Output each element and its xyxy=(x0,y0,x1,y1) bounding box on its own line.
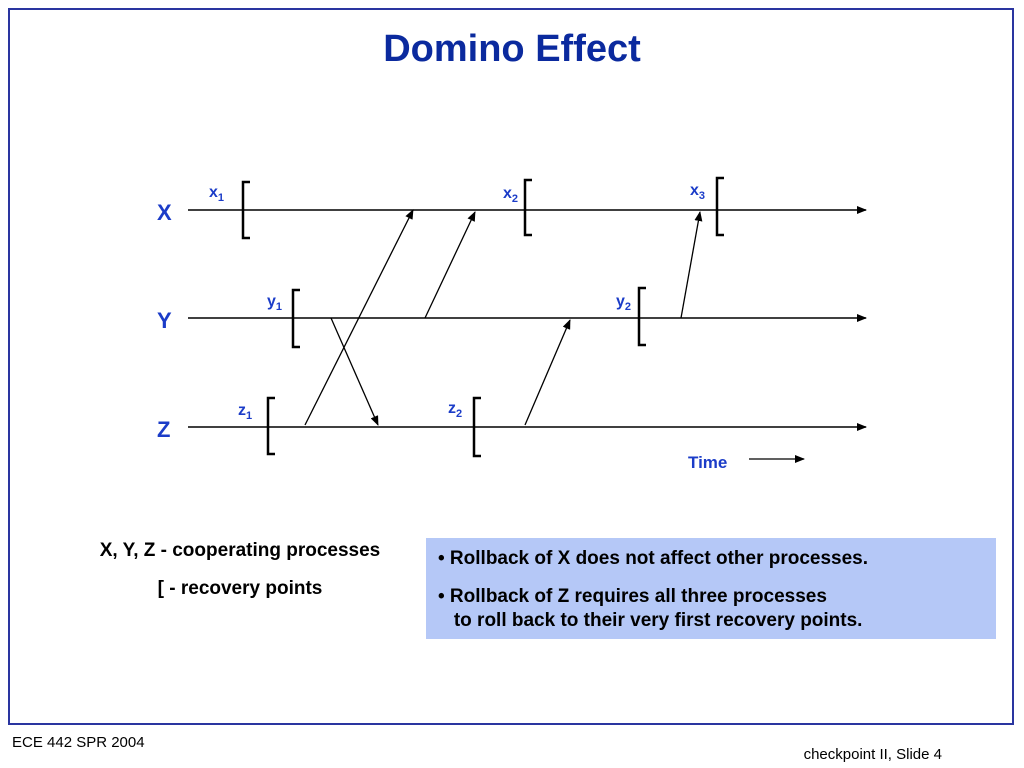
process-label-y: Y xyxy=(157,308,172,333)
note-bullet-1: • Rollback of X does not affect other pr… xyxy=(438,548,869,569)
recovery-bracket-x2 xyxy=(523,178,532,237)
slide-title: Domino Effect xyxy=(383,28,641,70)
note-bullet-2-line-2: to roll back to their very first recover… xyxy=(438,610,863,631)
message-z-to-x-1 xyxy=(304,209,414,426)
process-label-z: Z xyxy=(157,417,170,442)
recovery-bracket-y2 xyxy=(637,286,646,347)
recovery-bracket-y1 xyxy=(291,288,300,349)
message-z-to-y xyxy=(524,319,571,426)
recovery-bracket-z1 xyxy=(266,396,275,456)
time-label: Time xyxy=(688,453,727,472)
recovery-bracket-x3 xyxy=(715,176,724,237)
recovery-label-x1: x1 xyxy=(209,184,224,204)
message-y-to-x-2 xyxy=(680,211,703,319)
note-bullet-2-line-1: • Rollback of Z requires all three proce… xyxy=(438,586,827,607)
recovery-label-y2: y2 xyxy=(616,293,631,313)
recovery-bracket-z2 xyxy=(472,396,481,458)
message-y-to-x-1 xyxy=(424,211,476,319)
recovery-label-y1: y1 xyxy=(267,293,282,313)
footer-course: ECE 442 SPR 2004 xyxy=(12,734,145,751)
recovery-label-z1: z1 xyxy=(238,402,252,422)
slide-frame xyxy=(8,8,1014,725)
notes-box: • Rollback of X does not affect other pr… xyxy=(426,538,996,639)
legend-recovery-points: [ - recovery points xyxy=(157,578,323,599)
message-y-to-z xyxy=(330,317,379,426)
process-label-x: X xyxy=(157,200,172,225)
recovery-label-x3: x3 xyxy=(690,182,705,202)
legend-processes: X, Y, Z - cooperating processes xyxy=(99,540,381,561)
footer-slide-number: checkpoint II, Slide 4 xyxy=(803,746,942,763)
recovery-bracket-x1 xyxy=(241,180,250,240)
recovery-label-z2: z2 xyxy=(448,400,462,420)
recovery-label-x2: x2 xyxy=(503,185,518,205)
